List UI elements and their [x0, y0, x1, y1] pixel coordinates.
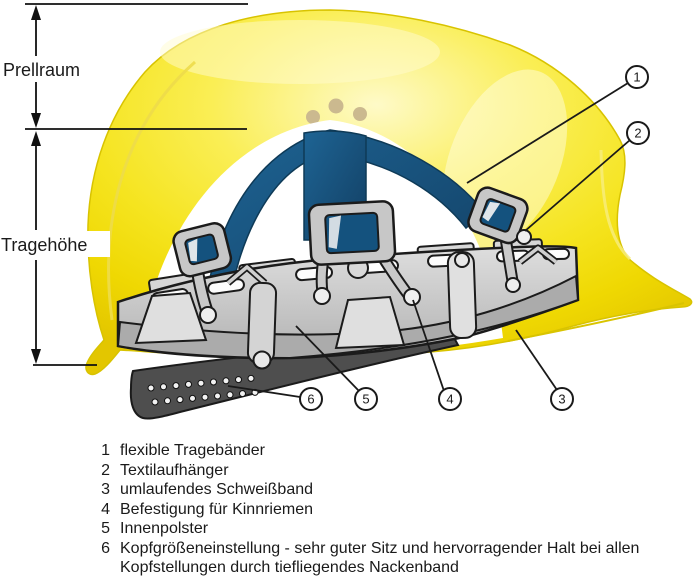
- left-buckle: [172, 221, 233, 324]
- callout-circle-2: [626, 121, 650, 145]
- callout-number-1: 1: [633, 70, 640, 85]
- inner-padding-feet: [134, 291, 406, 350]
- legend-item: 2 Textilaufhänger: [98, 461, 670, 481]
- right-buckle-textile-hanger: [467, 186, 532, 293]
- callout-circle-4: [438, 387, 462, 411]
- chinstrap-ring-right: [403, 288, 421, 306]
- legend-item: 3 umlaufendes Schweißband: [98, 480, 670, 500]
- legend-item-number: 4: [101, 500, 110, 518]
- legend-item-text: flexible Tragebänder: [120, 442, 265, 459]
- legend-item-text: Textilaufhänger: [120, 461, 229, 479]
- legend-item-text: Befestigung für Kinnriemen: [120, 500, 313, 518]
- up-arrowhead-icon: [31, 131, 41, 146]
- callout-circle-5: [354, 387, 378, 411]
- callout-line-1: [466, 82, 629, 184]
- legend-item: 6 Kopfgrößeneinstellung - sehr guter Sit…: [98, 539, 670, 577]
- measurement-annotations: Prellraum Tragehöhe: [0, 3, 248, 366]
- callout-number-5: 5: [362, 392, 369, 407]
- legend-item-text: Innenpolster: [120, 520, 209, 537]
- legend-item-text: Kopfgrößeneinstellung - sehr guter Sitz …: [120, 539, 640, 577]
- legend-item-number: 5: [101, 520, 110, 537]
- down-arrowhead-icon: [31, 349, 41, 364]
- size-adjustment-holes: [147, 374, 259, 406]
- legend-item-number: 2: [101, 461, 110, 479]
- rivet: [199, 306, 217, 324]
- vent-holes: [306, 98, 367, 124]
- chinstrap-ring-left: [313, 287, 331, 305]
- legend-item-number: 3: [101, 481, 110, 498]
- headband-chevrons: [225, 244, 559, 286]
- legend-item: 1 flexible Tragebänder: [98, 441, 670, 461]
- shell-rim-ridge: [107, 60, 196, 321]
- callout-line-5: [295, 325, 360, 392]
- up-arrowhead-icon: [31, 5, 41, 20]
- impact-space-label: Prellraum: [3, 60, 80, 80]
- callout-circle-1: [625, 65, 649, 89]
- callout-number-6: 6: [307, 392, 314, 407]
- callouts: 1 2 3 4 5 6: [227, 65, 650, 411]
- callout-number-2: 2: [634, 126, 641, 141]
- shell-top-highlight: [160, 20, 440, 84]
- legend-item: 4 Befestigung für Kinnriemen: [98, 500, 670, 520]
- center-buckle: [307, 200, 421, 306]
- wearing-height-label: Tragehöhe: [1, 235, 87, 255]
- legend-item-number: 1: [101, 442, 110, 459]
- down-arrowhead-icon: [31, 113, 41, 128]
- callout-circle-6: [299, 387, 323, 411]
- headband-lower-tier: [116, 274, 580, 360]
- hanging-straps: [246, 250, 478, 370]
- callout-line-3: [515, 329, 558, 391]
- callout-number-3: 3: [558, 392, 565, 407]
- legend-item: 5 Innenpolster: [98, 519, 670, 539]
- legend-item-text: umlaufendes Schweißband: [120, 481, 314, 498]
- callout-line-2: [524, 139, 631, 232]
- callout-number-4: 4: [446, 392, 453, 407]
- brim-underside-edge: [507, 302, 685, 342]
- callout-circle-3: [550, 387, 574, 411]
- legend-item-number: 6: [101, 539, 110, 557]
- callout-line-4: [412, 299, 445, 392]
- legend: 1 flexible Tragebänder 2 Textilaufhänger…: [98, 441, 670, 577]
- callout-line-6: [227, 385, 301, 398]
